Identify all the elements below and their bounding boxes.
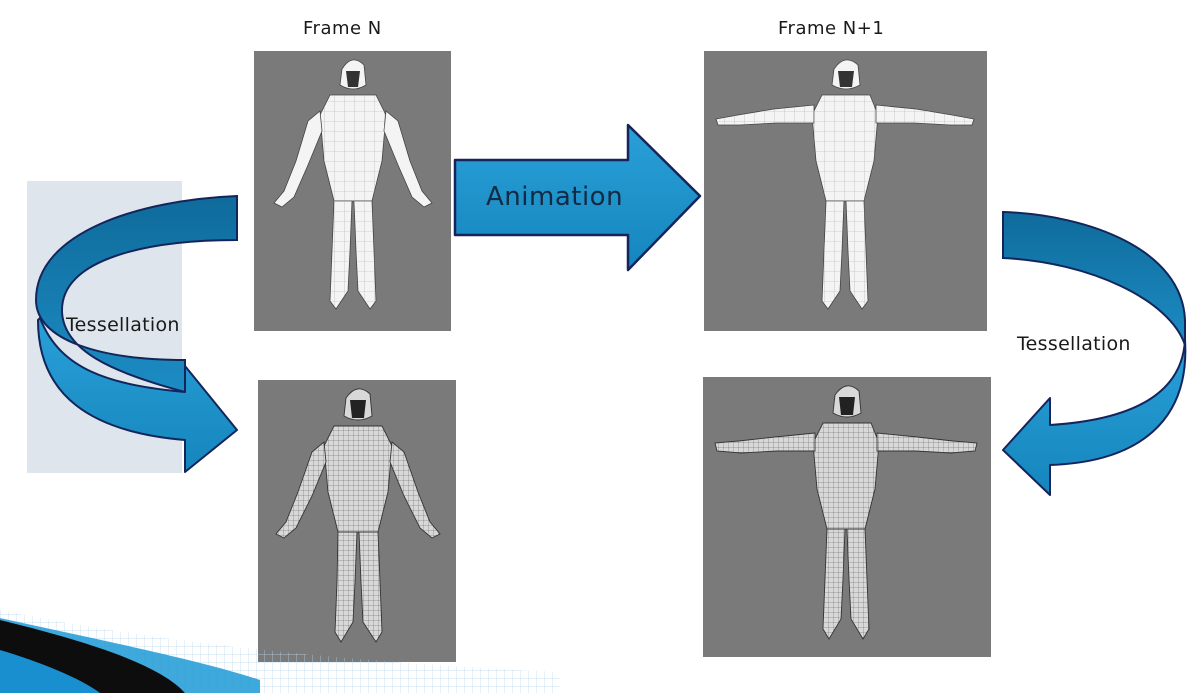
animation-label: Animation [486, 182, 623, 212]
frame-n-title: Frame N [303, 18, 382, 39]
humanoid-dense-t-pose-icon [703, 377, 991, 657]
frame-n1-coarse-model [704, 51, 987, 331]
frame-n-coarse-model [254, 51, 451, 331]
humanoid-coarse-a-pose-icon [254, 51, 451, 331]
tessellation-right-label: Tessellation [1017, 333, 1131, 355]
tessellation-left-label: Tessellation [66, 314, 180, 336]
frame-n1-title: Frame N+1 [778, 18, 884, 39]
decorative-stripes [0, 590, 560, 693]
frame-n1-tessellated-model [703, 377, 991, 657]
humanoid-coarse-t-pose-icon [704, 51, 987, 331]
